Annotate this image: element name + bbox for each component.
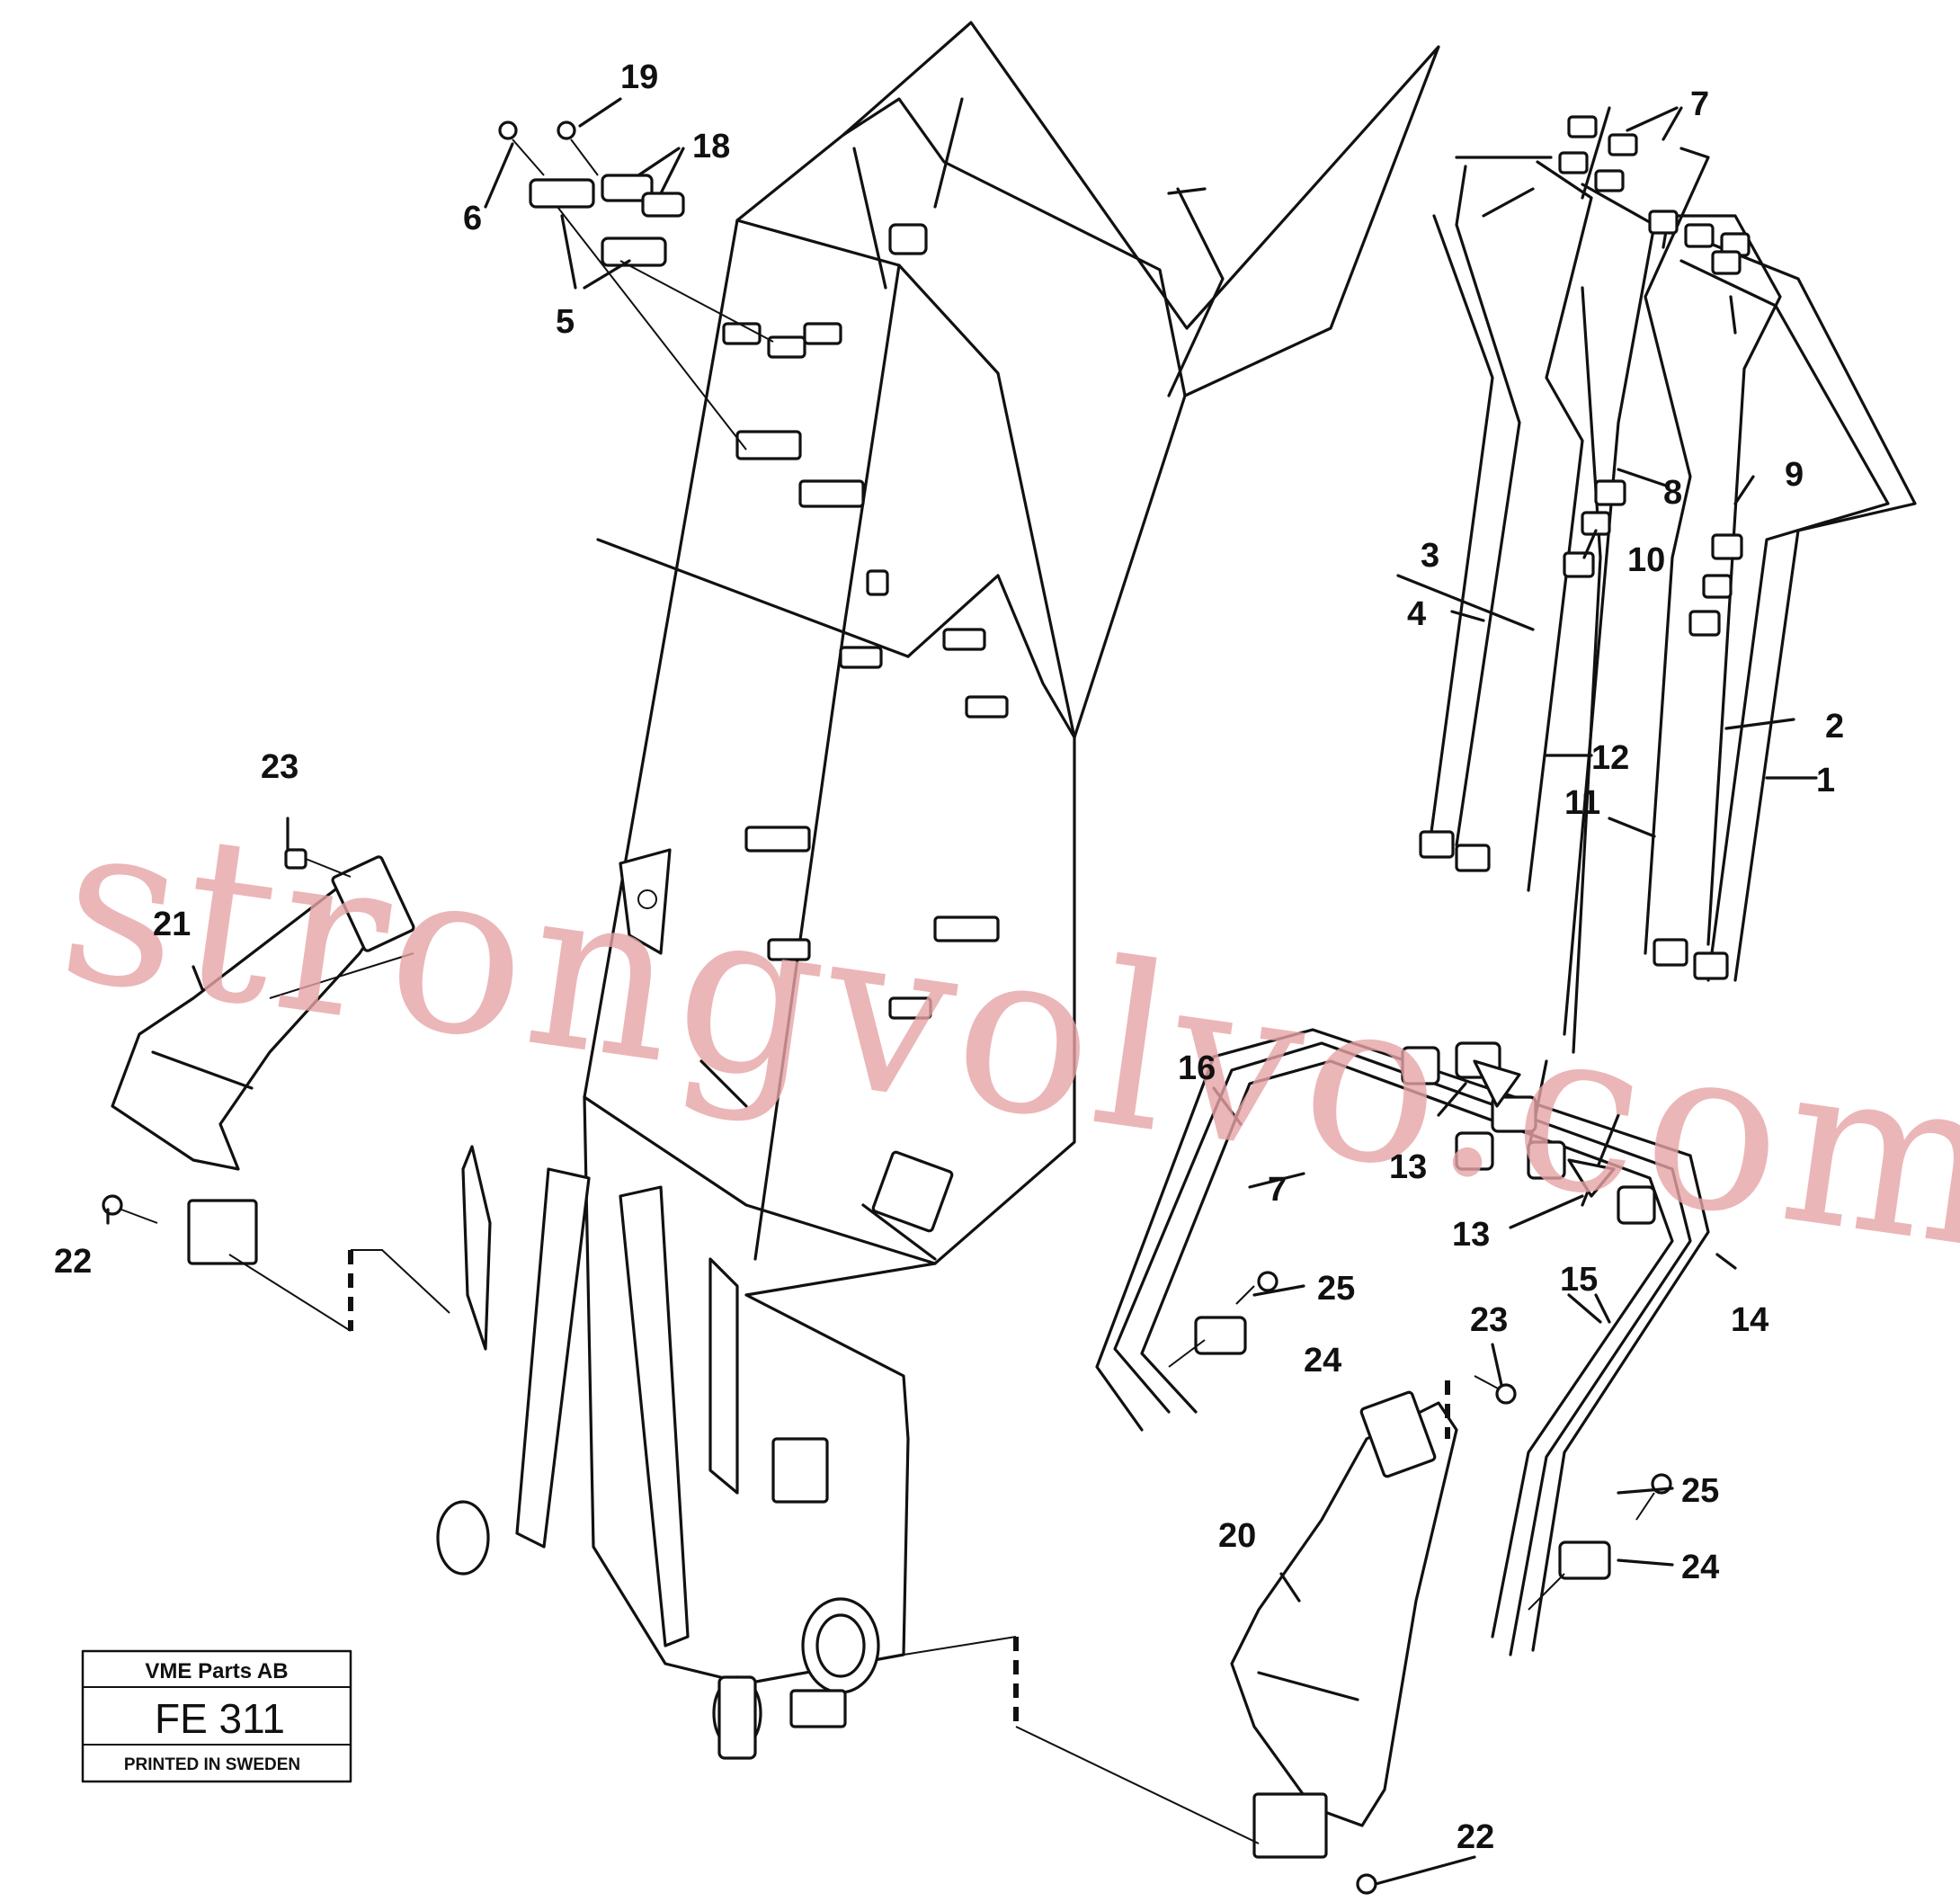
label-1: 1 <box>1816 762 1835 799</box>
label-18: 18 <box>692 128 730 165</box>
label-14: 14 <box>1731 1301 1768 1339</box>
stamp-printed: PRINTED IN SWEDEN <box>124 1755 300 1774</box>
label-22-left: 22 <box>54 1243 92 1281</box>
hydraulic-pipes <box>1419 106 1917 1054</box>
label-2: 2 <box>1825 708 1844 746</box>
label-22-right: 22 <box>1457 1818 1494 1856</box>
label-24-a: 24 <box>1304 1342 1341 1380</box>
label-10: 10 <box>1627 541 1665 579</box>
label-23-left: 23 <box>261 748 298 786</box>
label-16: 16 <box>1178 1049 1216 1087</box>
label-3: 3 <box>1421 537 1439 575</box>
leader-lines <box>106 97 1818 1886</box>
stamp-code: FE 311 <box>155 1695 285 1742</box>
dipper-arm <box>436 21 1440 1760</box>
label-15: 15 <box>1560 1261 1598 1299</box>
label-25-b: 25 <box>1681 1472 1719 1510</box>
fasteners <box>102 121 1672 1895</box>
label-5: 5 <box>556 303 575 341</box>
label-25-a: 25 <box>1317 1270 1355 1308</box>
label-23-right: 23 <box>1470 1301 1508 1339</box>
label-7-top: 7 <box>1690 85 1709 123</box>
label-24-b: 24 <box>1681 1549 1719 1586</box>
label-9: 9 <box>1785 456 1804 494</box>
label-12: 12 <box>1591 739 1629 777</box>
part-labels: 19 18 6 5 7 8 9 10 3 4 2 12 1 11 23 21 1… <box>54 58 1844 1856</box>
label-13-a: 13 <box>1389 1148 1427 1186</box>
label-6: 6 <box>463 200 482 237</box>
lower-pipe-assembly <box>1095 1028 1710 1656</box>
label-11: 11 <box>1564 784 1600 822</box>
guard-right <box>1230 1390 1458 1859</box>
label-4: 4 <box>1407 595 1426 633</box>
label-21: 21 <box>153 906 191 943</box>
label-13-b: 13 <box>1452 1216 1490 1254</box>
label-20: 20 <box>1218 1517 1256 1555</box>
label-8: 8 <box>1663 474 1682 512</box>
document-stamp: VME Parts AB FE 311 PRINTED IN SWEDEN <box>81 1649 352 1783</box>
label-7-mid: 7 <box>1268 1171 1287 1209</box>
stamp-company: VME Parts AB <box>145 1659 288 1683</box>
guard-left <box>111 855 415 1265</box>
label-19: 19 <box>620 58 658 96</box>
